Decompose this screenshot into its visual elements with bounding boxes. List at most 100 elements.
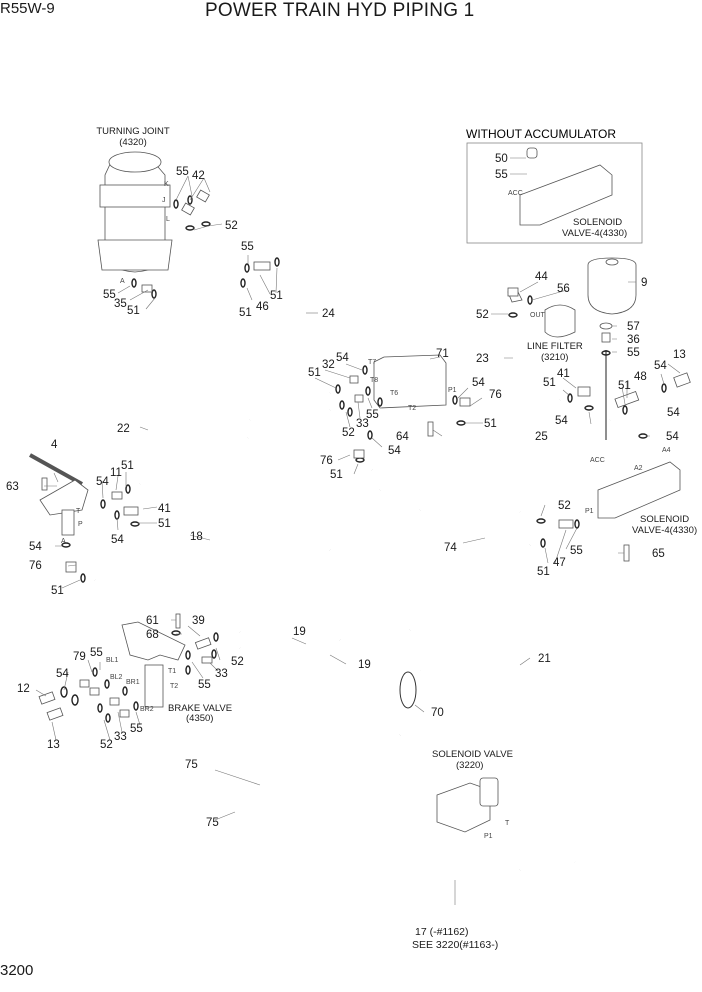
brake-valve-ref: (4350) — [186, 713, 213, 724]
callout: 76 — [489, 389, 502, 401]
callout: 68 — [146, 629, 159, 641]
inset-valve-ref: VALVE-4(4330) — [562, 228, 627, 239]
callout: 65 — [652, 548, 665, 560]
callout: 75 — [206, 817, 219, 829]
callout: 52 — [558, 500, 571, 512]
port-a-pedal: A — [61, 538, 66, 545]
callout: 54 — [56, 668, 69, 680]
clamp-70 — [399, 671, 417, 709]
callout: 41 — [158, 503, 171, 515]
callout: 42 — [192, 170, 205, 182]
note-line-1: 17 (-#1162) — [415, 926, 469, 938]
port-acc: ACC — [590, 457, 605, 464]
o-rings — [60, 195, 667, 723]
port-j: J — [162, 197, 166, 204]
callout: 54 — [336, 352, 349, 364]
page-number: 3200 — [0, 962, 34, 979]
solenoid-valve-name: SOLENOID VALVE — [432, 749, 513, 760]
callout: 54 — [555, 415, 568, 427]
callout: 51 — [308, 367, 321, 379]
callout: 35 — [114, 298, 127, 310]
hose-18 — [135, 489, 381, 589]
port-bl1: BL1 — [106, 657, 119, 664]
port-p1-sv4: P1 — [585, 508, 594, 515]
callout: 54 — [96, 476, 109, 488]
port-a: A — [120, 278, 125, 285]
callout: 51 — [51, 585, 64, 597]
port-t2-brake: T2 — [170, 683, 178, 690]
inset-title: WITHOUT ACCUMULATOR — [466, 127, 616, 141]
fittings — [38, 189, 691, 721]
brake-valve-name: BRAKE VALVE — [168, 703, 232, 714]
callout: 54 — [654, 360, 667, 372]
pedal-4: T P A — [29, 453, 89, 545]
callout: 36 — [627, 334, 640, 346]
callout: 39 — [192, 615, 205, 627]
callout: 51 — [270, 290, 283, 302]
callout: 25 — [535, 431, 548, 443]
callout: 76 — [320, 455, 333, 467]
callout: 44 — [535, 271, 548, 283]
callout: 55 — [176, 166, 189, 178]
port-l: L — [166, 216, 170, 223]
callout: 19 — [293, 626, 306, 638]
callout: 23 — [476, 353, 489, 365]
callout: 51 — [537, 566, 550, 578]
port-p1: P1 — [448, 387, 457, 394]
port-br2: BR2 — [140, 706, 154, 713]
callout: 55 — [90, 647, 103, 659]
callout: 13 — [673, 349, 686, 361]
callout: 33 — [215, 668, 228, 680]
solenoid-valve-4-name: SOLENOID — [640, 514, 689, 525]
callout: 54 — [666, 431, 679, 443]
port-acc-inset: ACC — [508, 190, 523, 197]
callout: 51 — [543, 377, 556, 389]
solenoid-valve-3220: SOLENOID VALVE (3220) T P1 — [432, 749, 513, 840]
callout: 55 — [366, 409, 379, 421]
manifold-71: T7 T8 T6 T2 P1 — [368, 354, 457, 412]
callout: 70 — [431, 707, 444, 719]
port-a4: A4 — [662, 447, 671, 454]
callout: 24 — [322, 308, 335, 320]
port-a2: A2 — [634, 465, 643, 472]
solenoid-valve-4: ACC A4 A2 P1 SOLENOID VALVE-4(4330) — [585, 447, 697, 536]
hose-24 — [233, 261, 441, 671]
line-filter-label: LINE FILTER — [527, 341, 583, 352]
hose-22 — [139, 299, 176, 485]
callout: 52 — [100, 739, 113, 751]
callout: 55 — [241, 241, 254, 253]
port-k: K — [164, 181, 169, 188]
line-filter: OUT LINE FILTER (3210) — [507, 291, 583, 363]
callout: 51 — [484, 418, 497, 430]
hose-from-turning-joint-2 — [97, 230, 433, 826]
callout: 75 — [185, 759, 198, 771]
callout: 57 — [627, 321, 640, 333]
callout: 52 — [225, 220, 238, 232]
port-t-sv: T — [505, 820, 510, 827]
callout: 55 — [130, 723, 143, 735]
port-bl2: BL2 — [110, 674, 123, 681]
callout: 54 — [111, 534, 124, 546]
leader-lines — [35, 157, 681, 905]
callout: 79 — [73, 651, 86, 663]
callout: 4 — [51, 439, 58, 451]
callout: 41 — [557, 368, 570, 380]
callout: 76 — [29, 560, 42, 572]
hose-74 — [409, 419, 611, 552]
callout: 63 — [6, 481, 19, 493]
solenoid-valve-ref: (3220) — [456, 760, 483, 771]
callout: 47 — [553, 557, 566, 569]
callout: 54 — [29, 541, 42, 553]
port-t2: T2 — [408, 405, 416, 412]
callout: 55 — [627, 347, 640, 359]
line-filter-ref: (3210) — [541, 352, 568, 363]
callout: 9 — [641, 277, 647, 289]
callout: 18 — [190, 531, 203, 543]
callout: 22 — [117, 423, 130, 435]
port-p: P — [78, 521, 83, 528]
callout: 64 — [396, 431, 409, 443]
port-br1: BR1 — [126, 679, 140, 686]
turning-joint-ref: (4320) — [119, 137, 146, 148]
callout: 55 — [103, 289, 116, 301]
